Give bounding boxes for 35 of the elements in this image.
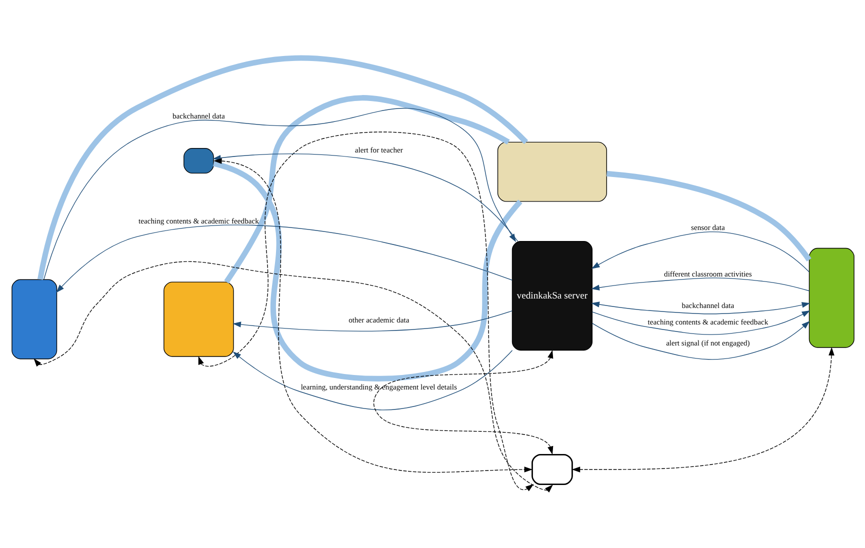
node-box (11, 279, 57, 360)
arrow (592, 310, 810, 335)
node-box (496, 142, 606, 202)
edge-label: alert signal (if not engaged) (666, 338, 750, 348)
edge-label: teaching contents & academic feedback (647, 318, 768, 327)
connector (224, 95, 510, 284)
arrow (590, 232, 809, 272)
edge-label: sensor data (690, 223, 724, 232)
arrow (372, 350, 553, 455)
node-box (163, 282, 234, 357)
edge-label: learning, understanding & engagement level details (300, 382, 456, 392)
edge-label: backchannel data (681, 301, 734, 310)
connector (36, 55, 528, 280)
arrow (33, 261, 552, 492)
arrow (571, 347, 834, 472)
edge-label: alert for teacher (354, 145, 402, 154)
node-box (808, 248, 854, 348)
arrow (232, 310, 512, 332)
arrow (43, 108, 516, 280)
arrow (590, 278, 810, 292)
connector (606, 170, 811, 262)
edge-label: backchannel data (172, 112, 224, 121)
node-box (531, 454, 572, 485)
node-box (183, 148, 214, 174)
edge-label: other academic data (348, 316, 409, 325)
edge-label: teaching contents & academic feedback (138, 216, 258, 226)
connector (212, 160, 522, 382)
node-box: vedinkakSa server (511, 241, 592, 351)
arrow (56, 224, 512, 293)
edge-label: different classroom activities (664, 269, 752, 278)
arrow (591, 321, 810, 360)
arrow (590, 302, 810, 314)
arrow (213, 158, 532, 473)
arrow (198, 132, 534, 492)
arrow (232, 350, 512, 410)
